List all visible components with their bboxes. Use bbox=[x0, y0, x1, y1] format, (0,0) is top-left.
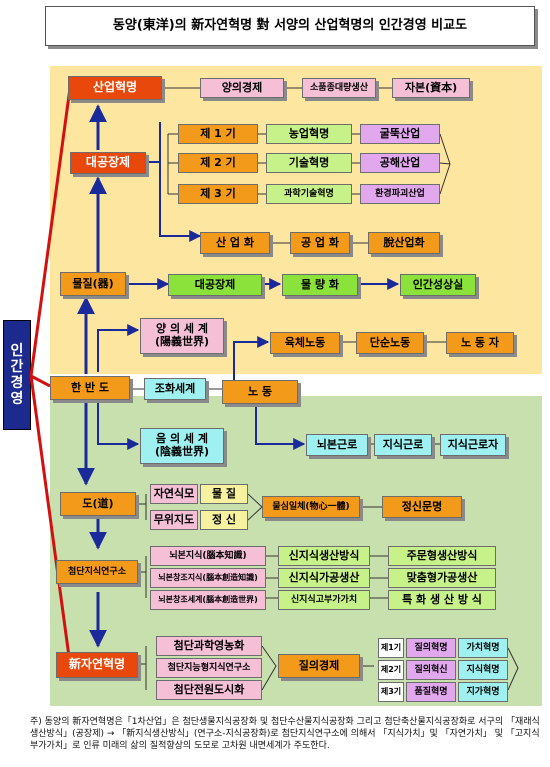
period-box: 제 3 기 bbox=[178, 184, 258, 204]
final-period-box: 제1기 bbox=[378, 638, 404, 658]
revolution-box: 과학기술혁명 bbox=[266, 184, 352, 204]
ization-box: 산 업 화 bbox=[200, 232, 270, 254]
quality-economy-box: 질의경제 bbox=[278, 654, 360, 678]
final-value-box: 가치혁명 bbox=[458, 638, 508, 658]
production-box: 맞춤형가공생산 bbox=[388, 568, 496, 588]
period-box: 제 2 기 bbox=[178, 153, 258, 173]
final-period-box: 제3기 bbox=[378, 682, 404, 702]
brain-knowledge-box: 뇌본지식(腦本知識) bbox=[150, 546, 266, 566]
material-row-box: 인간성상실 bbox=[400, 274, 476, 296]
brain-row-box: 뇌본근로 bbox=[306, 434, 368, 456]
period-box: 제 1 기 bbox=[178, 124, 258, 144]
method-box: 신지식생산방식 bbox=[278, 546, 370, 566]
material-box: 물질(器) bbox=[60, 272, 126, 296]
revolution-box: 농업혁명 bbox=[266, 124, 352, 144]
method-box: 신지식가공생산 bbox=[278, 568, 370, 588]
factory-box: 대공장제 bbox=[70, 152, 146, 174]
advanced-box: 첨단과학영농화 bbox=[156, 636, 262, 656]
industrial-revolution-box: 산업혁명 bbox=[68, 76, 162, 100]
result-box: 자본(資本) bbox=[392, 78, 470, 98]
final-value-box: 지가혁명 bbox=[458, 682, 508, 702]
result-box: 양의경제 bbox=[200, 78, 284, 98]
new-revolution-box: 新자연혁명 bbox=[56, 652, 138, 678]
labor-row-box: 노 동 자 bbox=[446, 332, 514, 354]
advanced-box: 첨단지능형지식연구소 bbox=[156, 658, 262, 678]
brain-knowledge-box: 뇌본창조세계(腦本創造世界) bbox=[150, 590, 266, 610]
dao-pair-box: 물 질 bbox=[200, 484, 248, 504]
labor-row-box: 단순노동 bbox=[356, 332, 424, 354]
dao-pair-box: 무위지도 bbox=[150, 510, 198, 530]
hanbando-box: 한 반 도 bbox=[50, 376, 130, 400]
labor-box: 노 동 bbox=[222, 380, 298, 404]
industry-box: 환경파괴산업 bbox=[360, 184, 440, 204]
advanced-box: 첨단전원도시화 bbox=[156, 680, 262, 700]
production-box: 주문형생산방식 bbox=[388, 546, 496, 566]
brain-row-box: 지식근로자 bbox=[440, 434, 506, 456]
final-revolution-box: 품질혁명 bbox=[406, 682, 456, 702]
footnote: 주) 동양의 新자연혁명은「1차산업」은 첨단생물지식공장화 및 첨단수산물지식… bbox=[30, 717, 540, 752]
brain-knowledge-box: 뇌본창조지식(腦本創造知識) bbox=[150, 568, 266, 588]
method-box: 신지식고부가가치 bbox=[278, 590, 370, 610]
top-panel bbox=[50, 66, 542, 374]
final-period-box: 제2기 bbox=[378, 660, 404, 680]
final-revolution-box: 질의혁신 bbox=[406, 660, 456, 680]
spirit-box: 정신문명 bbox=[382, 496, 462, 518]
yang-world-box: 양 의 세 계 (陽義世界) bbox=[140, 318, 224, 354]
diagram-title: 동양(東洋)의 新자연혁명 對 서양의 산업혁명의 인간경영 비교도 bbox=[45, 6, 535, 46]
final-revolution-box: 질의혁명 bbox=[406, 638, 456, 658]
harmony-box: 조화세계 bbox=[144, 378, 206, 400]
production-box: 특 화 생 산 방 식 bbox=[388, 590, 496, 610]
research-box: 첨단지식연구소 bbox=[56, 560, 138, 584]
dao-pair-box: 정 신 bbox=[200, 510, 248, 530]
ization-box: 脫산업화 bbox=[368, 232, 440, 254]
brain-row-box: 지식근로 bbox=[374, 434, 432, 456]
dao-box: 도(道) bbox=[60, 492, 136, 516]
final-value-box: 지식혁명 bbox=[458, 660, 508, 680]
material-row-box: 대공장제 bbox=[168, 274, 262, 296]
revolution-box: 기술혁명 bbox=[266, 153, 352, 173]
eum-world-box: 음 의 세 계 (陰義世界) bbox=[140, 428, 224, 464]
industry-box: 공해산업 bbox=[360, 153, 440, 173]
labor-row-box: 육체노동 bbox=[270, 332, 340, 354]
unity-box: 물심일체(物心一體) bbox=[262, 496, 360, 518]
result-box: 소품종대량생산 bbox=[302, 78, 376, 98]
material-row-box: 물 량 화 bbox=[282, 274, 358, 296]
dao-pair-box: 자연식모 bbox=[150, 484, 198, 504]
industry-box: 굴뚝산업 bbox=[360, 124, 440, 144]
ization-box: 공 업 화 bbox=[290, 232, 350, 254]
side-label: 인간경영 bbox=[3, 320, 31, 430]
